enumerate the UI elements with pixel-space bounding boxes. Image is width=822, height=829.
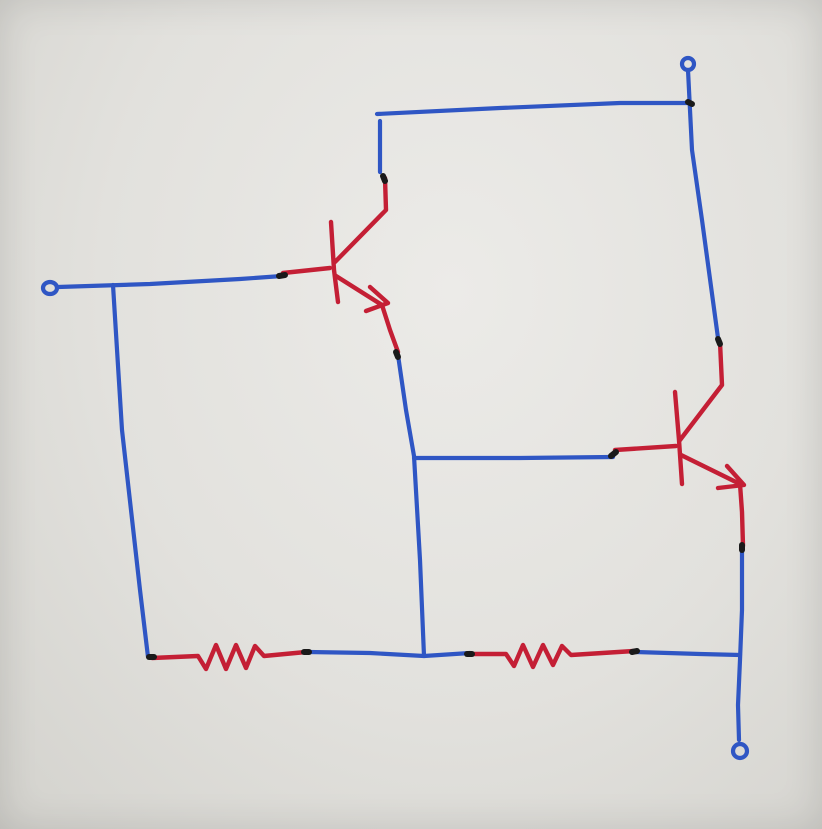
q2-base-lead	[612, 443, 679, 453]
resistor-r2	[467, 642, 637, 670]
r1-zigzag	[149, 642, 309, 672]
q1-collector-lead	[332, 175, 389, 265]
transistor-q2	[612, 339, 747, 549]
junction-dot	[393, 349, 401, 360]
junction-dot	[685, 99, 695, 107]
top-collector-wire	[374, 100, 693, 117]
q1-base-bar	[328, 219, 341, 305]
q2-emitter-down-wire	[735, 547, 745, 743]
bottom-left-wire	[305, 649, 473, 659]
input-terminal[interactable]	[40, 279, 60, 297]
q1-emitter-lead	[333, 273, 401, 355]
junction-dot	[276, 272, 288, 279]
transistor-q1	[280, 175, 401, 355]
q1-emitter-arrow-icon	[363, 284, 391, 314]
junction-dot	[715, 336, 723, 347]
bottom-terminal[interactable]	[730, 741, 750, 761]
input-wire	[55, 273, 285, 290]
wires	[55, 67, 745, 743]
resistor-r1	[149, 642, 309, 672]
junction-dots	[146, 99, 745, 660]
junction-dot	[380, 173, 388, 184]
left-vertical-wire	[110, 282, 151, 660]
q2-emitter-arrow-icon	[715, 463, 747, 491]
junction-dot	[629, 648, 640, 655]
q2-emitter-lead	[678, 452, 746, 549]
q2-base-wire	[411, 454, 616, 461]
top-terminal[interactable]	[679, 55, 697, 73]
right-vertical-wire	[685, 67, 721, 341]
q1-emitter-down-wire	[395, 352, 427, 659]
q2-collector-lead	[677, 339, 725, 443]
bottom-right-wire	[633, 649, 743, 658]
terminals	[40, 55, 750, 761]
q1-base-lead	[280, 265, 333, 276]
r2-zigzag	[467, 642, 637, 670]
junction-dot	[608, 449, 619, 459]
